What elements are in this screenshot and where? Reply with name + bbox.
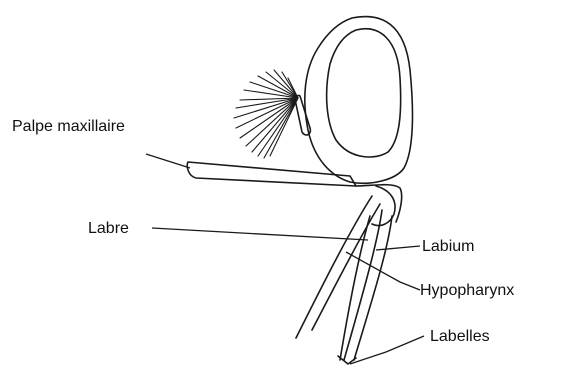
label-palpe-maxillaire: Palpe maxillaire: [12, 118, 125, 135]
leader-labium: [376, 246, 420, 250]
maxillary-palp-fan: [234, 70, 298, 158]
leader-labelles: [350, 336, 424, 364]
label-labium: Labium: [422, 238, 474, 255]
labrum-stylet: [296, 196, 372, 338]
hypopharynx-stylet: [340, 216, 370, 360]
label-labre: Labre: [88, 220, 129, 237]
label-hypopharynx: Hypopharynx: [420, 282, 514, 299]
label-labelles: Labelles: [430, 328, 490, 345]
head-capsule-inner: [327, 29, 401, 157]
leader-labre: [152, 228, 368, 240]
leader-palpe-maxillaire: [146, 154, 190, 168]
maxillary-palp-rod: [187, 162, 356, 186]
head-capsule-outer: [305, 17, 413, 184]
labium-back: [354, 216, 392, 360]
